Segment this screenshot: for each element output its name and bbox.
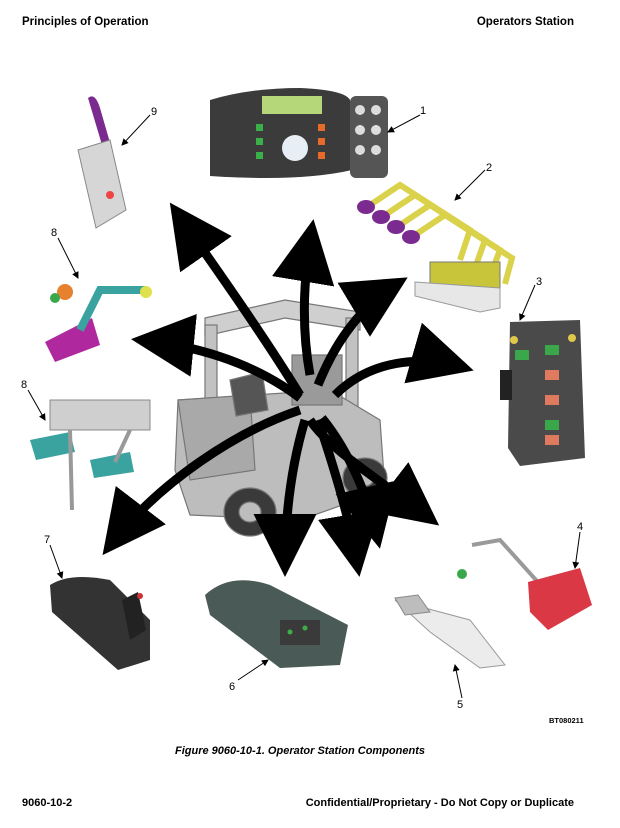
accelerator-pedal-illustration	[394, 594, 506, 669]
footer-page-number: 9060-10-2	[22, 797, 73, 809]
armrest-controls-illustration	[205, 580, 348, 668]
pointer-arrows	[102, 202, 474, 577]
callout-6: 6	[229, 681, 235, 693]
operator-station-figure: 9 1 2 8 3 8 7 4 6 5	[21, 88, 592, 711]
figure-caption: Figure 9060-10-1. Operator Station Compo…	[175, 745, 425, 757]
footer-notice: Confidential/Proprietary - Do Not Copy o…	[305, 797, 574, 809]
pedal-linkage-illustration	[45, 284, 152, 362]
callout-numbers: 9 1 2 8 3 8 7 4 6 5	[21, 105, 583, 711]
display-panel-illustration	[210, 88, 388, 178]
header-left-title: Principles of Operation	[22, 16, 149, 28]
callout-1: 1	[420, 105, 426, 117]
callout-8-top: 8	[51, 227, 57, 239]
callout-8-bottom: 8	[21, 379, 27, 391]
joystick-armrest-illustration	[50, 576, 150, 670]
callout-7: 7	[44, 534, 50, 546]
parking-brake-lever-illustration	[77, 96, 127, 229]
callout-3: 3	[536, 276, 542, 288]
red-pedal-illustration	[457, 537, 592, 630]
relay-fuse-box-illustration	[500, 320, 585, 466]
brake-pedals-illustration	[30, 399, 151, 511]
header-right-title: Operators Station	[476, 16, 574, 28]
callout-9: 9	[151, 106, 157, 118]
hydraulic-levers-illustration	[357, 181, 516, 313]
callout-leaders	[27, 114, 581, 699]
callout-4: 4	[577, 521, 583, 533]
callout-5: 5	[457, 699, 463, 711]
figure-id: BT080211	[549, 716, 584, 725]
callout-2: 2	[486, 162, 492, 174]
